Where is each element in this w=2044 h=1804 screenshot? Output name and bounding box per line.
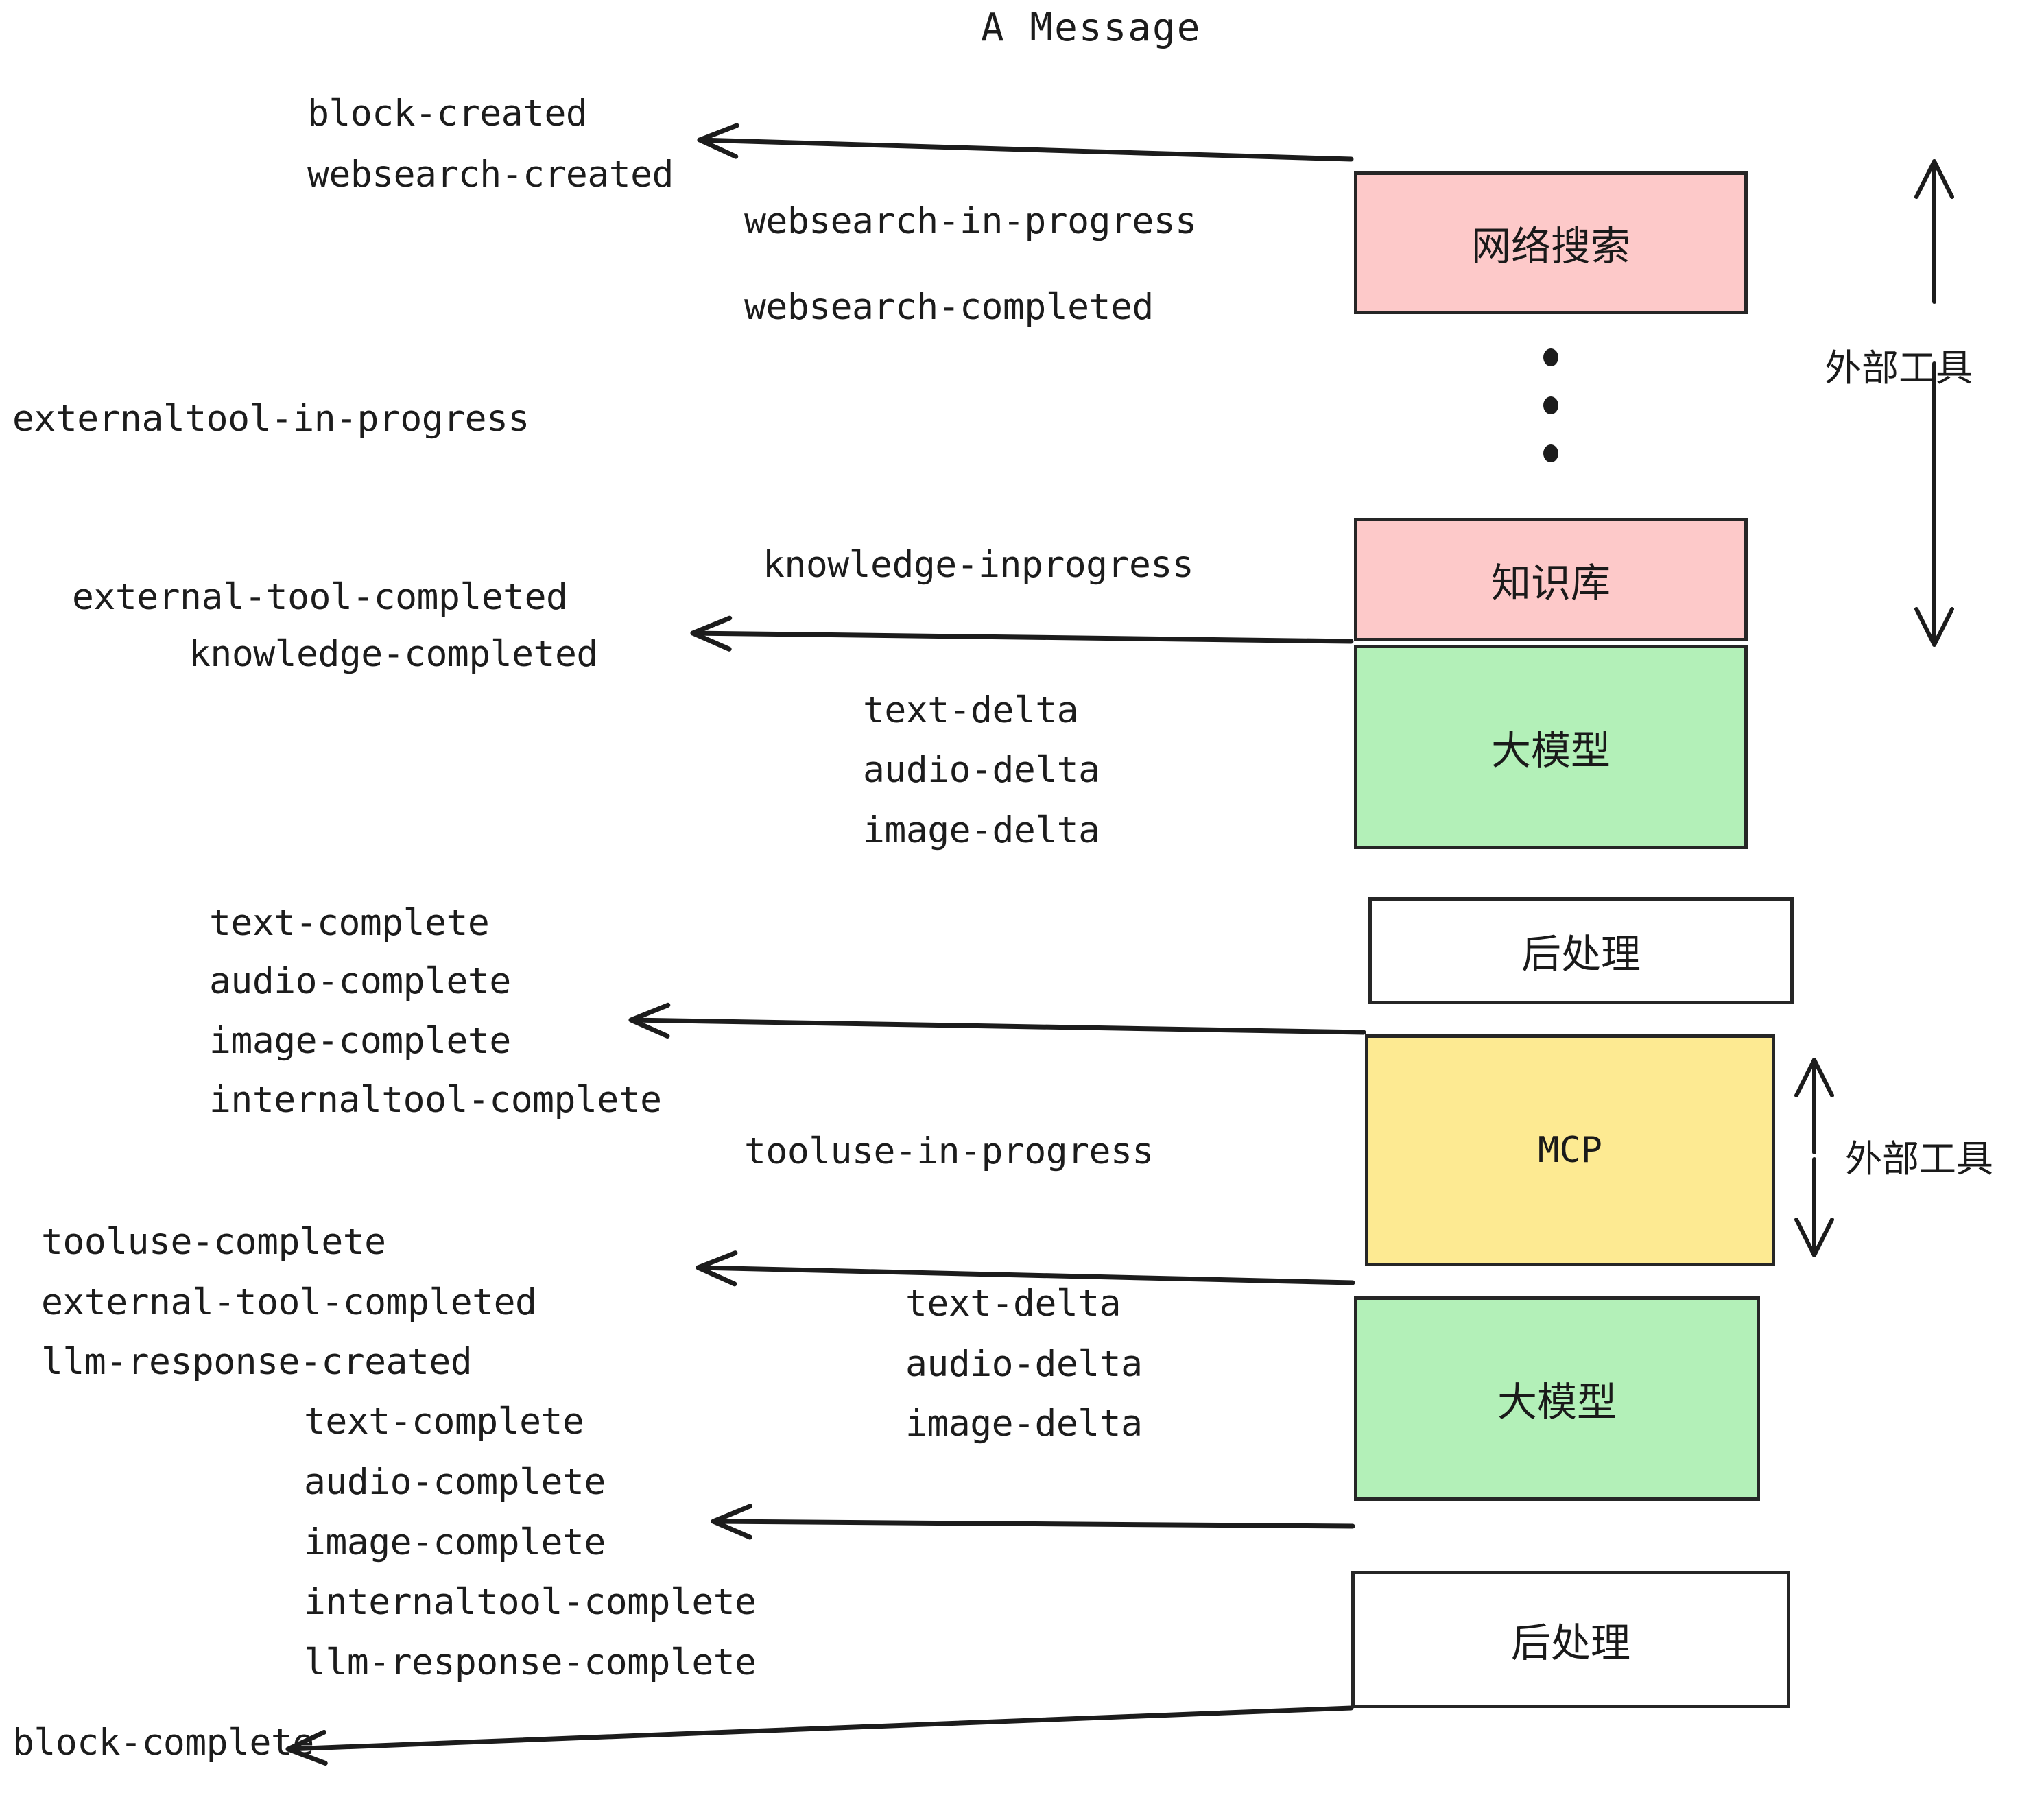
side-label-external-tools-bottom: 外部工具 <box>1845 1137 1993 1180</box>
event-label-internaltool-complete-1: internaltool-complete <box>209 1079 662 1121</box>
node-box-websearch: 网络搜索 <box>1354 171 1748 314</box>
event-label-image-complete-2: image-complete <box>304 1521 606 1563</box>
external-tools-arrow-up-1 <box>1914 159 1954 304</box>
node-box-label: 网络搜索 <box>1471 223 1630 270</box>
arrow-head <box>1914 607 1954 647</box>
external-tools-arrow-up-2 <box>1794 1058 1834 1154</box>
node-box-label: 后处理 <box>1510 1619 1630 1666</box>
event-label-block-complete: block-complete <box>12 1722 314 1764</box>
event-label-websearch-completed: websearch-completed <box>744 286 1154 328</box>
event-label-knowledge-completed: knowledge-completed <box>189 633 598 675</box>
event-label-image-delta-1: image-delta <box>863 809 1100 851</box>
arrow-head <box>690 615 733 652</box>
node-box-label: 大模型 <box>1490 727 1611 774</box>
arrow-head <box>1914 159 1954 199</box>
node-box-label: 后处理 <box>1521 931 1641 977</box>
arrow-head <box>696 1250 738 1287</box>
event-label-llm-response-complete: llm-response-complete <box>304 1641 757 1683</box>
vertical-ellipsis <box>1543 348 1561 492</box>
event-label-text-complete-1: text-complete <box>209 902 490 944</box>
node-box-llm-2: 大模型 <box>1354 1296 1760 1501</box>
external-tools-arrow-down-2 <box>1794 1157 1834 1257</box>
event-label-tooluse-in-progress: tooluse-in-progress <box>744 1130 1154 1172</box>
event-label-external-tool-completed-1: external-tool-completed <box>72 576 568 618</box>
node-box-postprocess-2: 后处理 <box>1351 1571 1790 1708</box>
event-label-audio-complete-2: audio-complete <box>304 1461 606 1503</box>
arrow-head <box>1794 1218 1834 1257</box>
node-box-knowledge: 知识库 <box>1354 518 1748 641</box>
event-label-tooluse-complete: tooluse-complete <box>41 1221 386 1263</box>
event-label-text-delta-1: text-delta <box>863 689 1079 731</box>
arrow-image-complete <box>628 1002 1366 1039</box>
event-label-internaltool-complete-2: internaltool-complete <box>304 1581 757 1623</box>
node-box-postprocess-1: 后处理 <box>1368 897 1794 1004</box>
event-label-audio-delta-1: audio-delta <box>863 749 1100 791</box>
arrow-knowledge <box>690 615 1354 652</box>
event-label-llm-response-created: llm-response-created <box>41 1341 473 1383</box>
arrow-head <box>628 1002 671 1039</box>
event-label-image-delta-2: image-delta <box>905 1403 1143 1445</box>
ellipsis-dot <box>1543 348 1558 366</box>
arrow-block-complete <box>285 1705 1354 1766</box>
event-label-text-delta-2: text-delta <box>905 1283 1121 1325</box>
event-label-external-tool-completed-2: external-tool-completed <box>41 1281 537 1323</box>
event-label-audio-complete-1: audio-complete <box>209 960 511 1002</box>
event-label-audio-delta-2: audio-delta <box>905 1343 1143 1385</box>
event-label-text-complete-2: text-complete <box>304 1401 584 1443</box>
ellipsis-dot <box>1543 444 1558 462</box>
arrow-head <box>711 1504 753 1540</box>
event-label-externaltool-in-progress: externaltool-in-progress <box>12 398 530 440</box>
event-label-image-complete-1: image-complete <box>209 1020 511 1062</box>
arrow-head <box>1794 1058 1834 1097</box>
arrow-block-created <box>697 123 1354 162</box>
node-box-label: 大模型 <box>1497 1379 1617 1425</box>
node-box-label: MCP <box>1538 1130 1602 1171</box>
ellipsis-dot <box>1543 396 1558 414</box>
event-label-knowledge-inprogress: knowledge-inprogress <box>763 544 1194 586</box>
node-box-label: 知识库 <box>1490 560 1611 606</box>
page-title: A Message <box>981 5 1202 50</box>
event-label-block-created: block-created <box>307 93 588 134</box>
arrow-head <box>285 1729 328 1766</box>
arrow-audio-complete <box>711 1504 1355 1540</box>
external-tools-arrow-down-1 <box>1914 361 1954 647</box>
arrow-head <box>697 123 739 159</box>
event-label-websearch-in-progress: websearch-in-progress <box>744 200 1197 242</box>
node-box-mcp: MCP <box>1365 1034 1775 1266</box>
node-box-llm-1: 大模型 <box>1354 645 1748 849</box>
side-label-external-tools-top: 外部工具 <box>1825 346 1973 390</box>
arrow-tooluse-complete <box>696 1250 1355 1287</box>
event-label-websearch-created: websearch-created <box>307 154 674 195</box>
